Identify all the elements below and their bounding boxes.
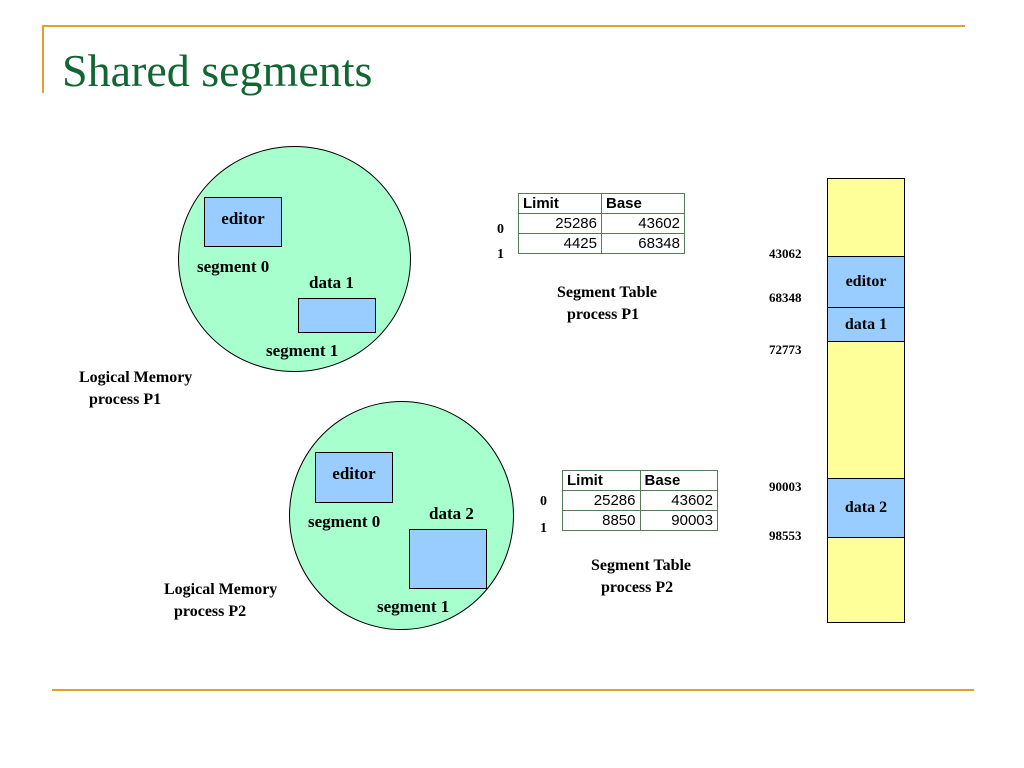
p1-data-segment <box>298 298 376 333</box>
address-label: 90003 <box>769 479 802 494</box>
p1-segment-table: Limit Base 25286 43602 4425 68348 <box>518 193 685 254</box>
p1-segment-table-caption: Segment Table process P1 <box>557 282 657 326</box>
p2-segment-table: Limit Base 25286 43602 8850 90003 <box>562 470 718 531</box>
p2-editor-segment: editor <box>315 452 393 503</box>
base-header: Base <box>639 470 718 491</box>
logical-memory-p2 <box>289 401 514 630</box>
p2-data-segment <box>409 529 487 589</box>
table-row: 8850 90003 <box>562 510 718 531</box>
p1-segment-0-label: segment 0 <box>197 257 270 276</box>
p1-editor-label: editor <box>221 209 265 228</box>
base-cell: 43602 <box>601 213 685 234</box>
p2-segment-0-label: segment 0 <box>308 512 381 531</box>
address-label: 43062 <box>769 246 802 261</box>
physical-data2-segment: data 2 <box>827 478 905 538</box>
physical-data2-label: data 2 <box>844 499 888 516</box>
physical-data1-segment: data 1 <box>827 307 905 342</box>
p1-editor-segment: editor <box>204 197 282 247</box>
p1-row-index-1: 1 <box>497 247 504 262</box>
address-label: 72773 <box>769 342 802 357</box>
address-label: 98553 <box>769 528 802 543</box>
logical-memory-p1 <box>178 146 411 372</box>
table-row: 25286 43602 <box>562 490 718 511</box>
p1-table-caption-line2: process P1 <box>567 306 640 323</box>
limit-header: Limit <box>562 470 641 491</box>
p2-logical-memory-caption: Logical Memory process P2 <box>164 579 277 623</box>
p2-caption-line1: Logical Memory <box>164 581 278 598</box>
title-rule-left <box>42 25 44 93</box>
p1-caption-line2: process P1 <box>89 391 162 408</box>
base-cell: 43602 <box>639 490 718 511</box>
table-header-row: Limit Base <box>562 470 718 491</box>
p2-data-label: data 2 <box>429 504 474 523</box>
p1-table-caption-line1: Segment Table <box>557 284 658 301</box>
base-cell: 68348 <box>601 233 685 254</box>
slide-title: Shared segments <box>62 45 373 96</box>
p1-segment-1-label: segment 1 <box>266 341 339 360</box>
p1-data-label: data 1 <box>309 273 354 292</box>
p1-caption-line1: Logical Memory <box>79 369 193 386</box>
p2-caption-line2: process P2 <box>174 603 247 620</box>
title-rule-top <box>42 25 965 27</box>
base-header: Base <box>601 193 685 214</box>
footer-rule <box>52 689 974 691</box>
limit-cell: 25286 <box>518 213 602 234</box>
p1-logical-memory-caption: Logical Memory process P1 <box>79 367 192 411</box>
limit-cell: 8850 <box>562 510 641 531</box>
table-header-row: Limit Base <box>518 193 685 214</box>
physical-editor-label: editor <box>845 273 887 290</box>
p1-row-index-0: 0 <box>497 222 504 237</box>
physical-memory <box>827 178 905 623</box>
p2-segment-1-label: segment 1 <box>377 597 450 616</box>
physical-editor-segment: editor <box>827 256 905 308</box>
table-row: 25286 43602 <box>518 213 685 234</box>
limit-cell: 4425 <box>518 233 602 254</box>
address-label: 68348 <box>769 290 802 305</box>
p2-editor-label: editor <box>332 464 376 483</box>
limit-cell: 25286 <box>562 490 641 511</box>
base-cell: 90003 <box>639 510 718 531</box>
p2-row-index-1: 1 <box>540 521 547 536</box>
limit-header: Limit <box>518 193 602 214</box>
p2-table-caption-line1: Segment Table <box>591 557 692 574</box>
p2-row-index-0: 0 <box>540 494 547 509</box>
table-row: 4425 68348 <box>518 233 685 254</box>
physical-data1-label: data 1 <box>844 315 888 333</box>
p2-segment-table-caption: Segment Table process P2 <box>591 555 691 599</box>
p2-table-caption-line2: process P2 <box>601 579 674 596</box>
